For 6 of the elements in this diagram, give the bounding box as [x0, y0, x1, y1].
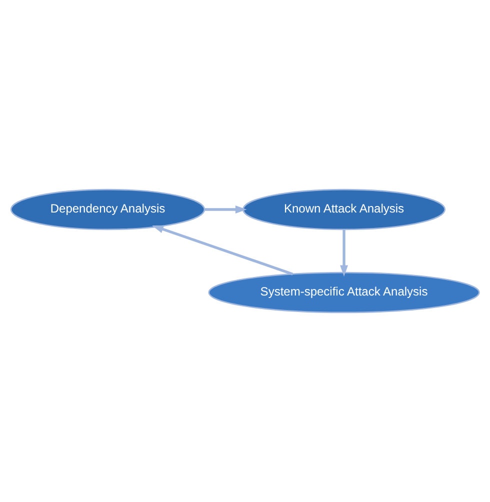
node-ellipse: Dependency Analysis	[10, 188, 206, 230]
arrow	[152, 225, 294, 276]
node-ellipse: System-specific Attack Analysis	[208, 272, 480, 314]
arrow	[204, 206, 247, 214]
arrow	[340, 230, 348, 277]
node-ellipse: Known Attack Analysis	[242, 188, 446, 230]
